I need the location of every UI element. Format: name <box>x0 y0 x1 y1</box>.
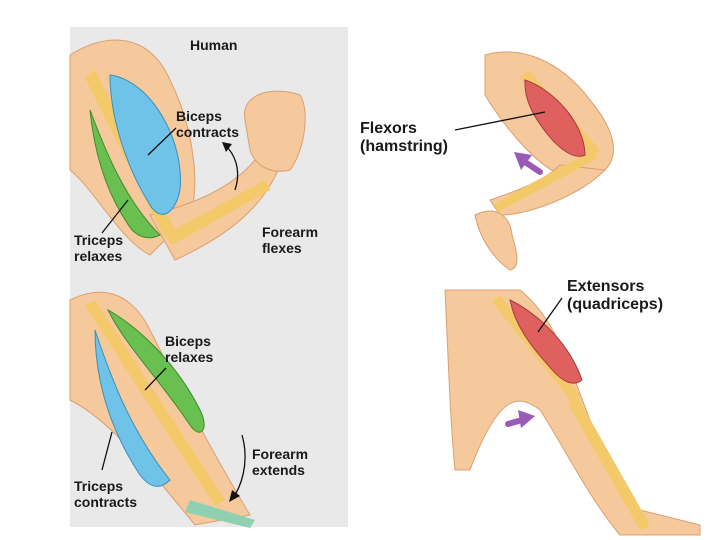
label-line: Extensors <box>567 278 663 296</box>
label-line: (quadriceps) <box>567 296 663 314</box>
triceps-relaxes-label: Triceps relaxes <box>74 232 123 264</box>
biceps-contracts-label: Biceps contracts <box>176 108 239 140</box>
label-line: flexes <box>262 240 318 256</box>
label-line: Forearm <box>262 224 318 240</box>
label-line: Biceps <box>165 333 213 349</box>
label-line: contracts <box>74 494 137 510</box>
biceps-relaxes-label: Biceps relaxes <box>165 333 213 365</box>
forearm-extends-label: Forearm extends <box>252 446 308 478</box>
label-line: Flexors <box>360 120 448 138</box>
label-line: (hamstring) <box>360 138 448 156</box>
label-line: relaxes <box>74 248 123 264</box>
label-line: contracts <box>176 124 239 140</box>
triceps-contracts-label: Triceps contracts <box>74 478 137 510</box>
leg-extended-illustration <box>445 290 700 535</box>
label-line: Biceps <box>176 108 239 124</box>
extensors-quadriceps-label: Extensors (quadriceps) <box>567 278 663 315</box>
flexors-hamstring-label: Flexors (hamstring) <box>360 120 448 157</box>
leg-flexed-illustration <box>455 52 613 270</box>
label-line: extends <box>252 462 308 478</box>
panel-title: Human <box>190 37 237 53</box>
label-line: relaxes <box>165 349 213 365</box>
label-line: Triceps <box>74 232 123 248</box>
label-line: Forearm <box>252 446 308 462</box>
label-line: Triceps <box>74 478 137 494</box>
forearm-flexes-label: Forearm flexes <box>262 224 318 256</box>
